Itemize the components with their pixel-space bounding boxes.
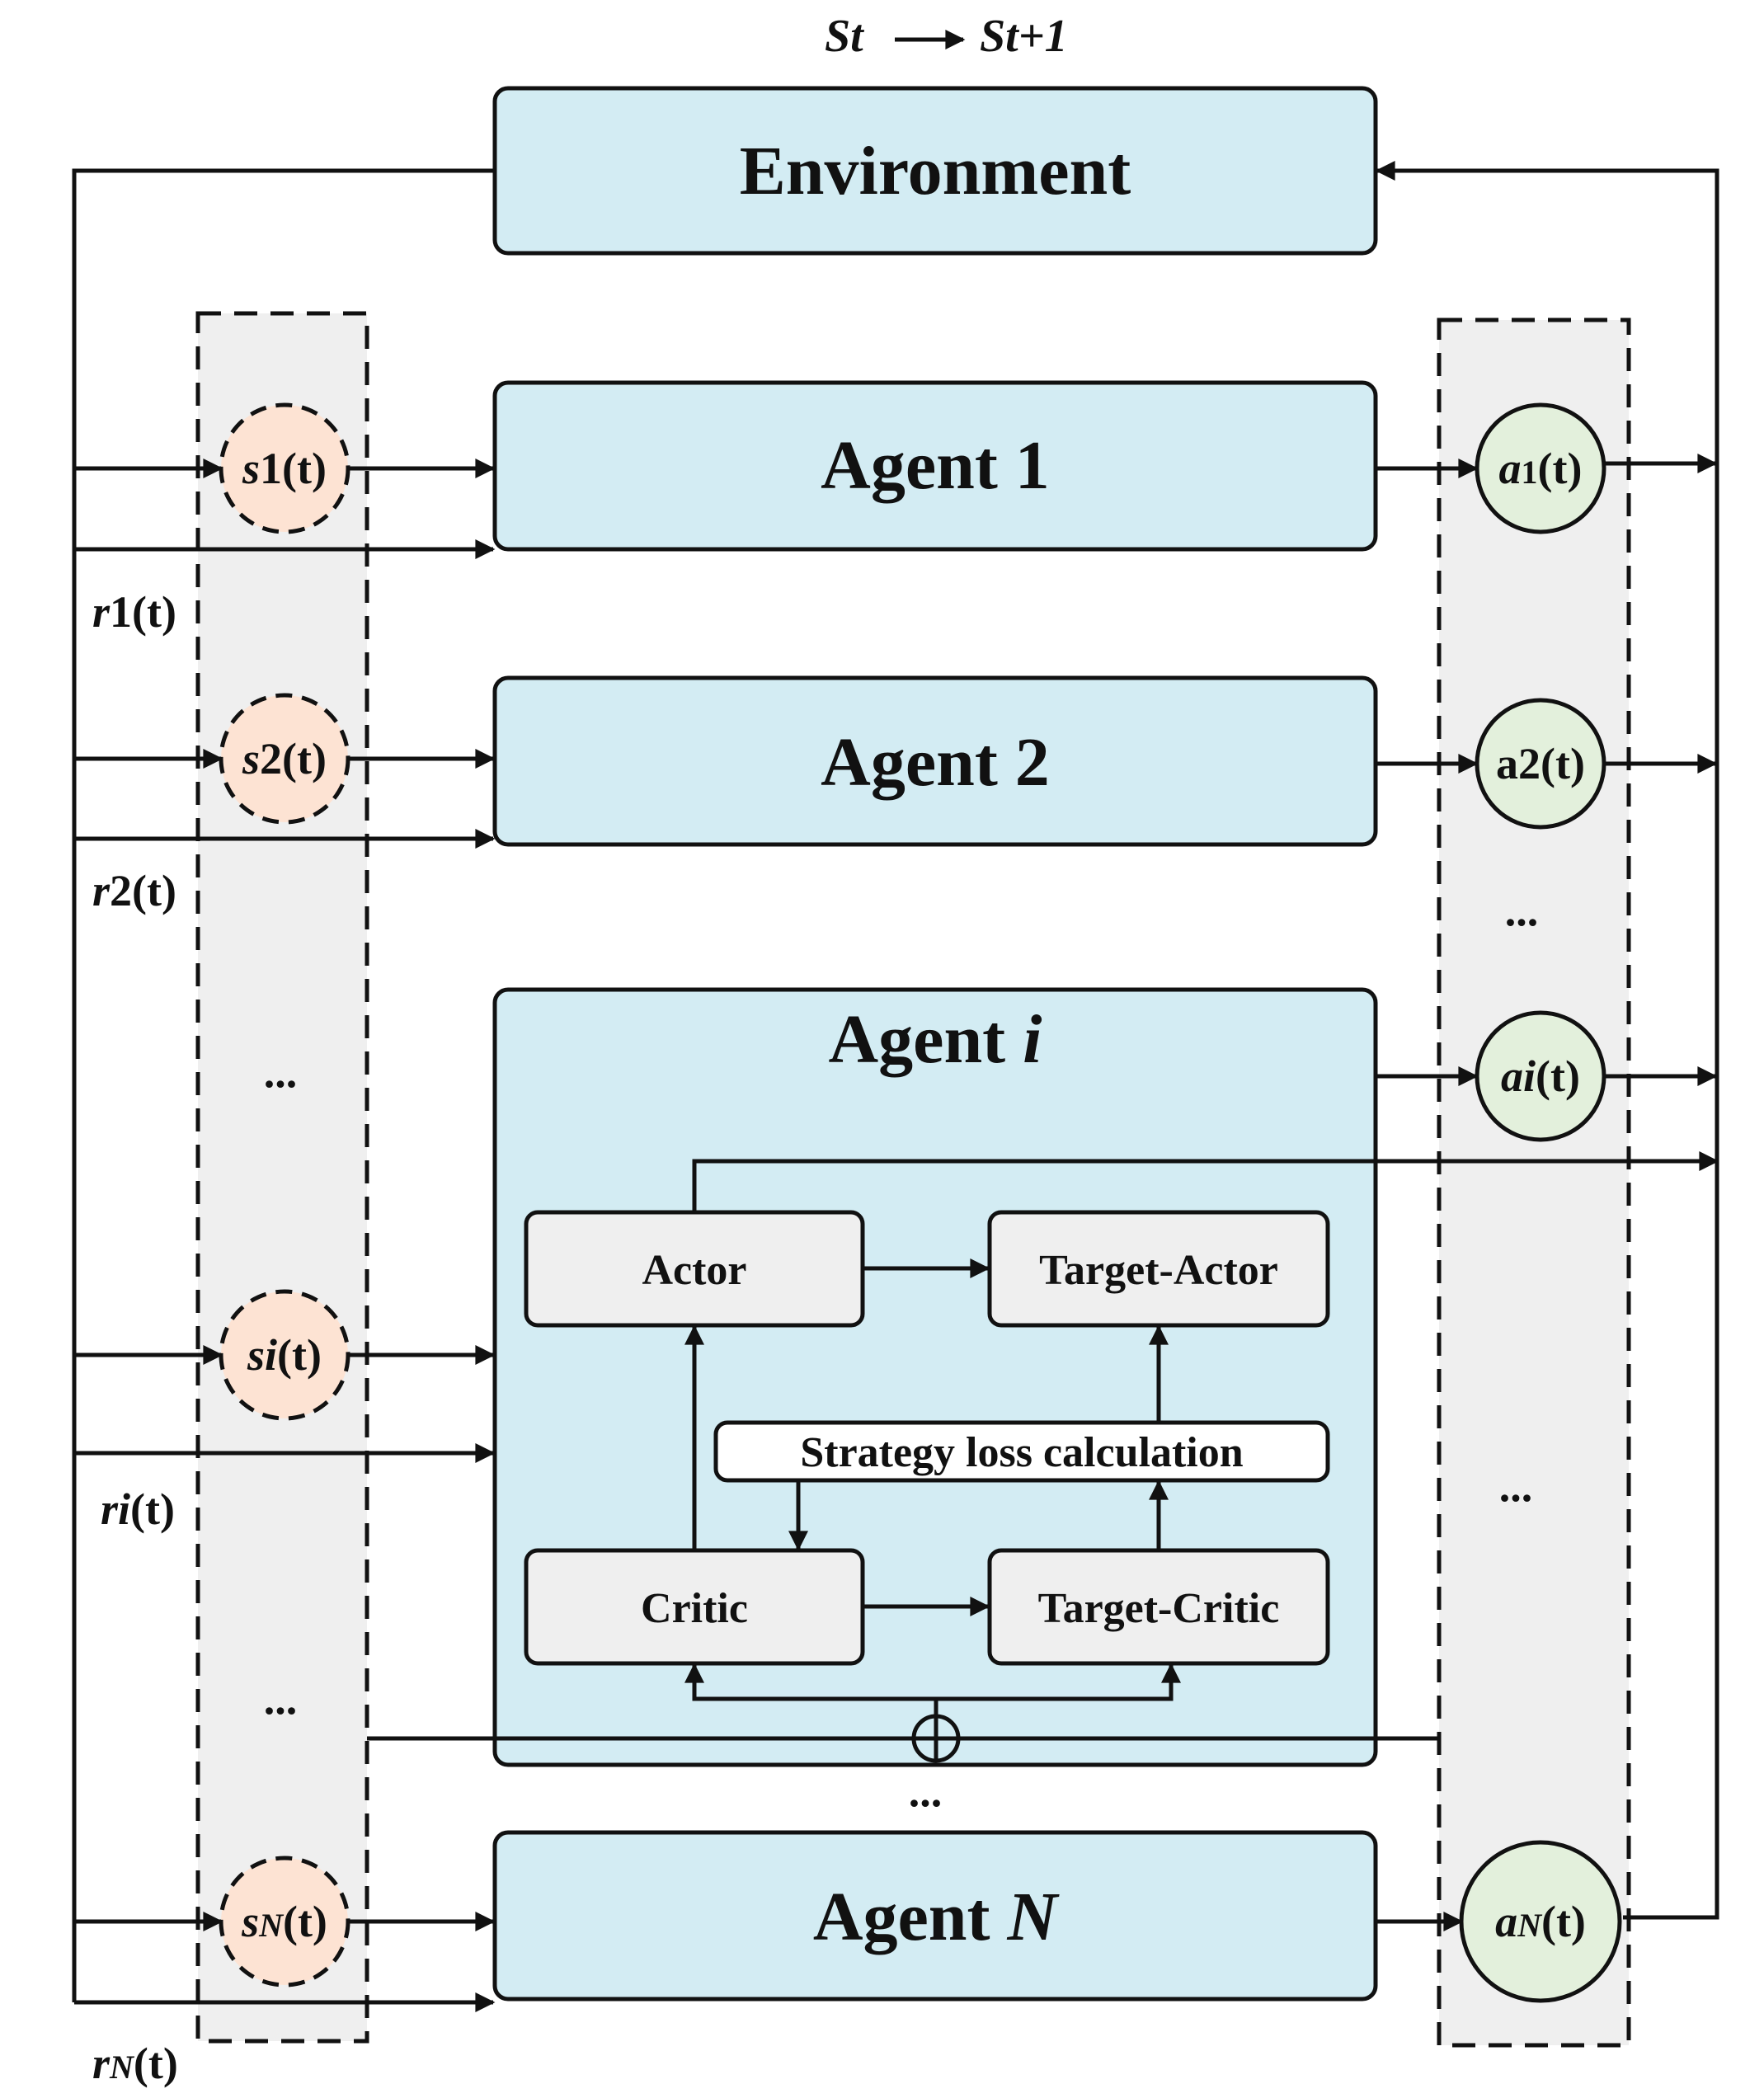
sum-to-target-critic-arrow bbox=[936, 1663, 1181, 1701]
state-si-node bbox=[219, 1289, 350, 1421]
state-s1-label: s1(t) bbox=[242, 444, 327, 493]
state-s2-node bbox=[219, 693, 350, 825]
action-a1-node bbox=[1475, 402, 1606, 534]
right-bus-to-environment bbox=[1375, 161, 1719, 1920]
actor-output-line bbox=[692, 1151, 1719, 1212]
state-column bbox=[195, 311, 369, 2044]
reward-ri-label: ri(t) bbox=[101, 1484, 175, 1534]
action-a2-node bbox=[1475, 698, 1606, 830]
agent-i-label: Agent i bbox=[829, 1001, 1042, 1078]
ellipsis-left-top: ... bbox=[264, 1047, 298, 1097]
agent-1-label: Agent 1 bbox=[821, 427, 1050, 504]
action-an-node bbox=[1459, 1840, 1622, 2003]
agent-i-var: i bbox=[1023, 1001, 1042, 1078]
reward-rn-label: rN(t) bbox=[92, 2039, 178, 2088]
environment-to-left-bus bbox=[72, 168, 495, 2002]
state-s1-node bbox=[219, 402, 350, 534]
state-si-label: si(t) bbox=[247, 1330, 322, 1380]
agent-n-label: Agent N bbox=[813, 1879, 1061, 1955]
target-actor-label: Target-Actor bbox=[1039, 1247, 1278, 1294]
target-critic-label: Target-Critic bbox=[1038, 1585, 1280, 1632]
state-sn-node bbox=[219, 1856, 350, 1987]
state-from: St bbox=[825, 11, 864, 62]
agent-i-prefix: Agent bbox=[829, 1001, 1023, 1078]
action-an-label: aN(t) bbox=[1495, 1897, 1586, 1946]
actor-label: Actor bbox=[642, 1247, 746, 1294]
state-to: St+1 bbox=[980, 11, 1068, 62]
ellipsis-right-top: ... bbox=[1505, 886, 1539, 935]
strategy-loss-label: Strategy loss calculation bbox=[800, 1429, 1243, 1476]
ellipsis-right-bottom: ... bbox=[1499, 1461, 1533, 1511]
environment-label: Environment bbox=[740, 133, 1131, 209]
state-transition-label: St St+1 bbox=[825, 11, 1068, 62]
reward-r1-label: r1(t) bbox=[92, 587, 176, 637]
sum-to-critic-arrow bbox=[684, 1663, 936, 1701]
action-a1-label: a1(t) bbox=[1499, 444, 1583, 493]
action-a2-label: a2(t) bbox=[1496, 739, 1585, 788]
agent-n-prefix: Agent bbox=[813, 1879, 1008, 1955]
reward-r2-label: r2(t) bbox=[92, 866, 176, 915]
state-s2-label: s2(t) bbox=[242, 734, 327, 783]
strategy-loss-box bbox=[713, 1420, 1330, 1483]
ellipsis-left-bottom: ... bbox=[264, 1674, 298, 1724]
state-sn-label: sN(t) bbox=[241, 1897, 327, 1946]
critic-label: Critic bbox=[641, 1585, 748, 1632]
action-ai-label: ai(t) bbox=[1501, 1051, 1580, 1101]
agent-2-label: Agent 2 bbox=[821, 724, 1050, 801]
action-column bbox=[1437, 318, 1631, 2048]
agent-n-var: N bbox=[1006, 1879, 1060, 1955]
action-ai-node bbox=[1475, 1010, 1606, 1142]
ellipsis-center: ... bbox=[909, 1766, 943, 1816]
